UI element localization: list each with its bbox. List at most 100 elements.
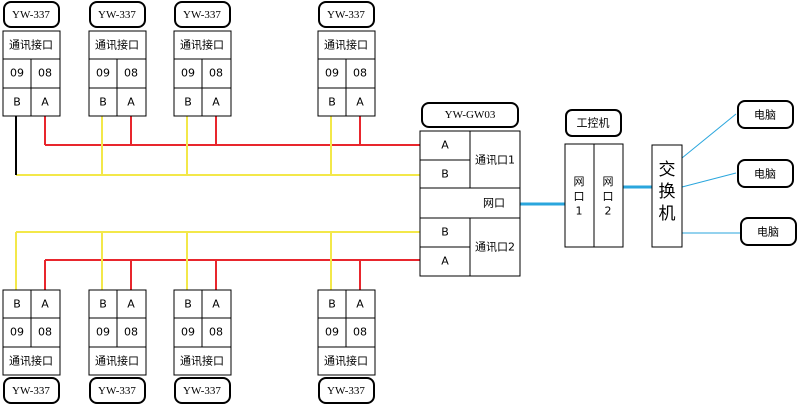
device-model-label: YW-337	[98, 385, 136, 397]
terminal-b-label: B	[184, 96, 192, 109]
terminal-a-label: A	[41, 298, 49, 311]
ipc-port1-cell	[564, 143, 595, 248]
terminal-a-cell	[201, 289, 232, 319]
terminal-08-label: 08	[353, 67, 367, 80]
device-top: YW-337 通讯接口 09 08B A	[2, 1, 61, 117]
terminal-a-label: A	[41, 96, 49, 109]
device-port-label: 通讯接口	[324, 355, 368, 368]
terminal-08-label: 08	[209, 67, 223, 80]
device-model-label: YW-337	[327, 385, 365, 397]
terminal-08-cell	[345, 317, 376, 348]
device-port-cell	[173, 30, 232, 60]
device-label-frame	[3, 377, 60, 404]
terminal-09-cell	[88, 58, 118, 89]
device-top: YW-337 通讯接口 09 08B A	[173, 1, 232, 117]
terminal-b-label: B	[328, 96, 336, 109]
switch-to-pc2-link	[681, 172, 737, 188]
terminal-a-label: A	[356, 298, 364, 311]
device-port-label: 通讯接口	[95, 39, 139, 52]
device-port-label: 通讯接口	[180, 39, 224, 52]
computer-frame	[737, 159, 794, 188]
terminal-a-label: A	[212, 96, 220, 109]
terminal-08-cell	[116, 317, 147, 348]
device-label-frame	[174, 1, 231, 28]
terminal-b-label: B	[99, 96, 107, 109]
terminal-b-label: B	[184, 298, 192, 311]
device-port-cell	[88, 346, 147, 376]
device-label-frame	[89, 1, 146, 28]
terminal-09-label: 09	[10, 67, 24, 80]
device-model-label: YW-337	[183, 9, 221, 21]
terminal-b-label: B	[99, 298, 107, 311]
terminal-08-label: 08	[38, 67, 52, 80]
terminal-a-cell	[345, 289, 376, 319]
device-model-label: YW-337	[183, 385, 221, 397]
terminal-b-cell	[317, 289, 347, 319]
terminal-b-cell	[2, 87, 32, 117]
gateway-port1-b-label: B	[441, 168, 449, 181]
terminal-08-cell	[30, 317, 61, 348]
terminal-b-label: B	[13, 96, 21, 109]
terminal-a-cell	[30, 289, 61, 319]
device-port-cell	[88, 30, 147, 60]
ipc-port2-cell	[593, 143, 624, 248]
computer-node: 电脑	[737, 100, 794, 129]
device-port-label: 通讯接口	[180, 355, 224, 368]
device-label-frame	[318, 377, 375, 404]
computer-label: 电脑	[754, 109, 776, 122]
terminal-09-cell	[317, 317, 347, 348]
terminal-09-cell	[2, 58, 32, 89]
device-port-cell	[2, 346, 61, 376]
terminal-a-cell	[116, 289, 147, 319]
switch-body	[651, 144, 683, 248]
terminal-08-label: 08	[353, 326, 367, 339]
terminal-09-label: 09	[181, 67, 195, 80]
terminal-b-label: B	[13, 298, 21, 311]
terminal-a-label: A	[127, 96, 135, 109]
terminal-b-cell	[317, 87, 347, 117]
terminal-08-label: 08	[124, 326, 138, 339]
device-model-label: YW-337	[12, 385, 50, 397]
terminal-a-label: A	[356, 96, 364, 109]
device-model-label: YW-337	[327, 9, 365, 21]
device-port-cell	[173, 346, 232, 376]
device-label-frame	[174, 377, 231, 404]
device-model-label: YW-337	[98, 9, 136, 21]
computer-label: 电脑	[757, 226, 779, 239]
wires	[15, 113, 740, 290]
terminal-a-label: A	[212, 298, 220, 311]
terminal-a-cell	[345, 87, 376, 117]
terminal-09-label: 09	[325, 67, 339, 80]
terminal-b-label: B	[328, 298, 336, 311]
computer-frame	[740, 217, 797, 246]
network-switch: 交换机	[651, 144, 683, 248]
terminal-08-cell	[345, 58, 376, 89]
device-port-label: 通讯接口	[9, 355, 53, 368]
terminal-a-cell	[116, 87, 147, 117]
switch-to-pc1-link	[681, 113, 737, 159]
switch-label: 交换机	[659, 160, 676, 224]
terminal-a-cell	[30, 87, 61, 117]
terminal-08-cell	[201, 317, 232, 348]
terminal-09-label: 09	[181, 326, 195, 339]
ipc-label-frame	[565, 109, 622, 137]
gateway-port1-a-label: A	[441, 139, 449, 152]
device-label-frame	[89, 377, 146, 404]
computer-node: 电脑	[740, 217, 797, 246]
terminal-b-cell	[88, 289, 118, 319]
terminal-09-label: 09	[96, 326, 110, 339]
terminal-a-cell	[201, 87, 232, 117]
device-port-label: 通讯接口	[9, 39, 53, 52]
device-model-label: YW-337	[12, 9, 50, 21]
terminal-08-cell	[201, 58, 232, 89]
terminal-08-cell	[116, 58, 147, 89]
